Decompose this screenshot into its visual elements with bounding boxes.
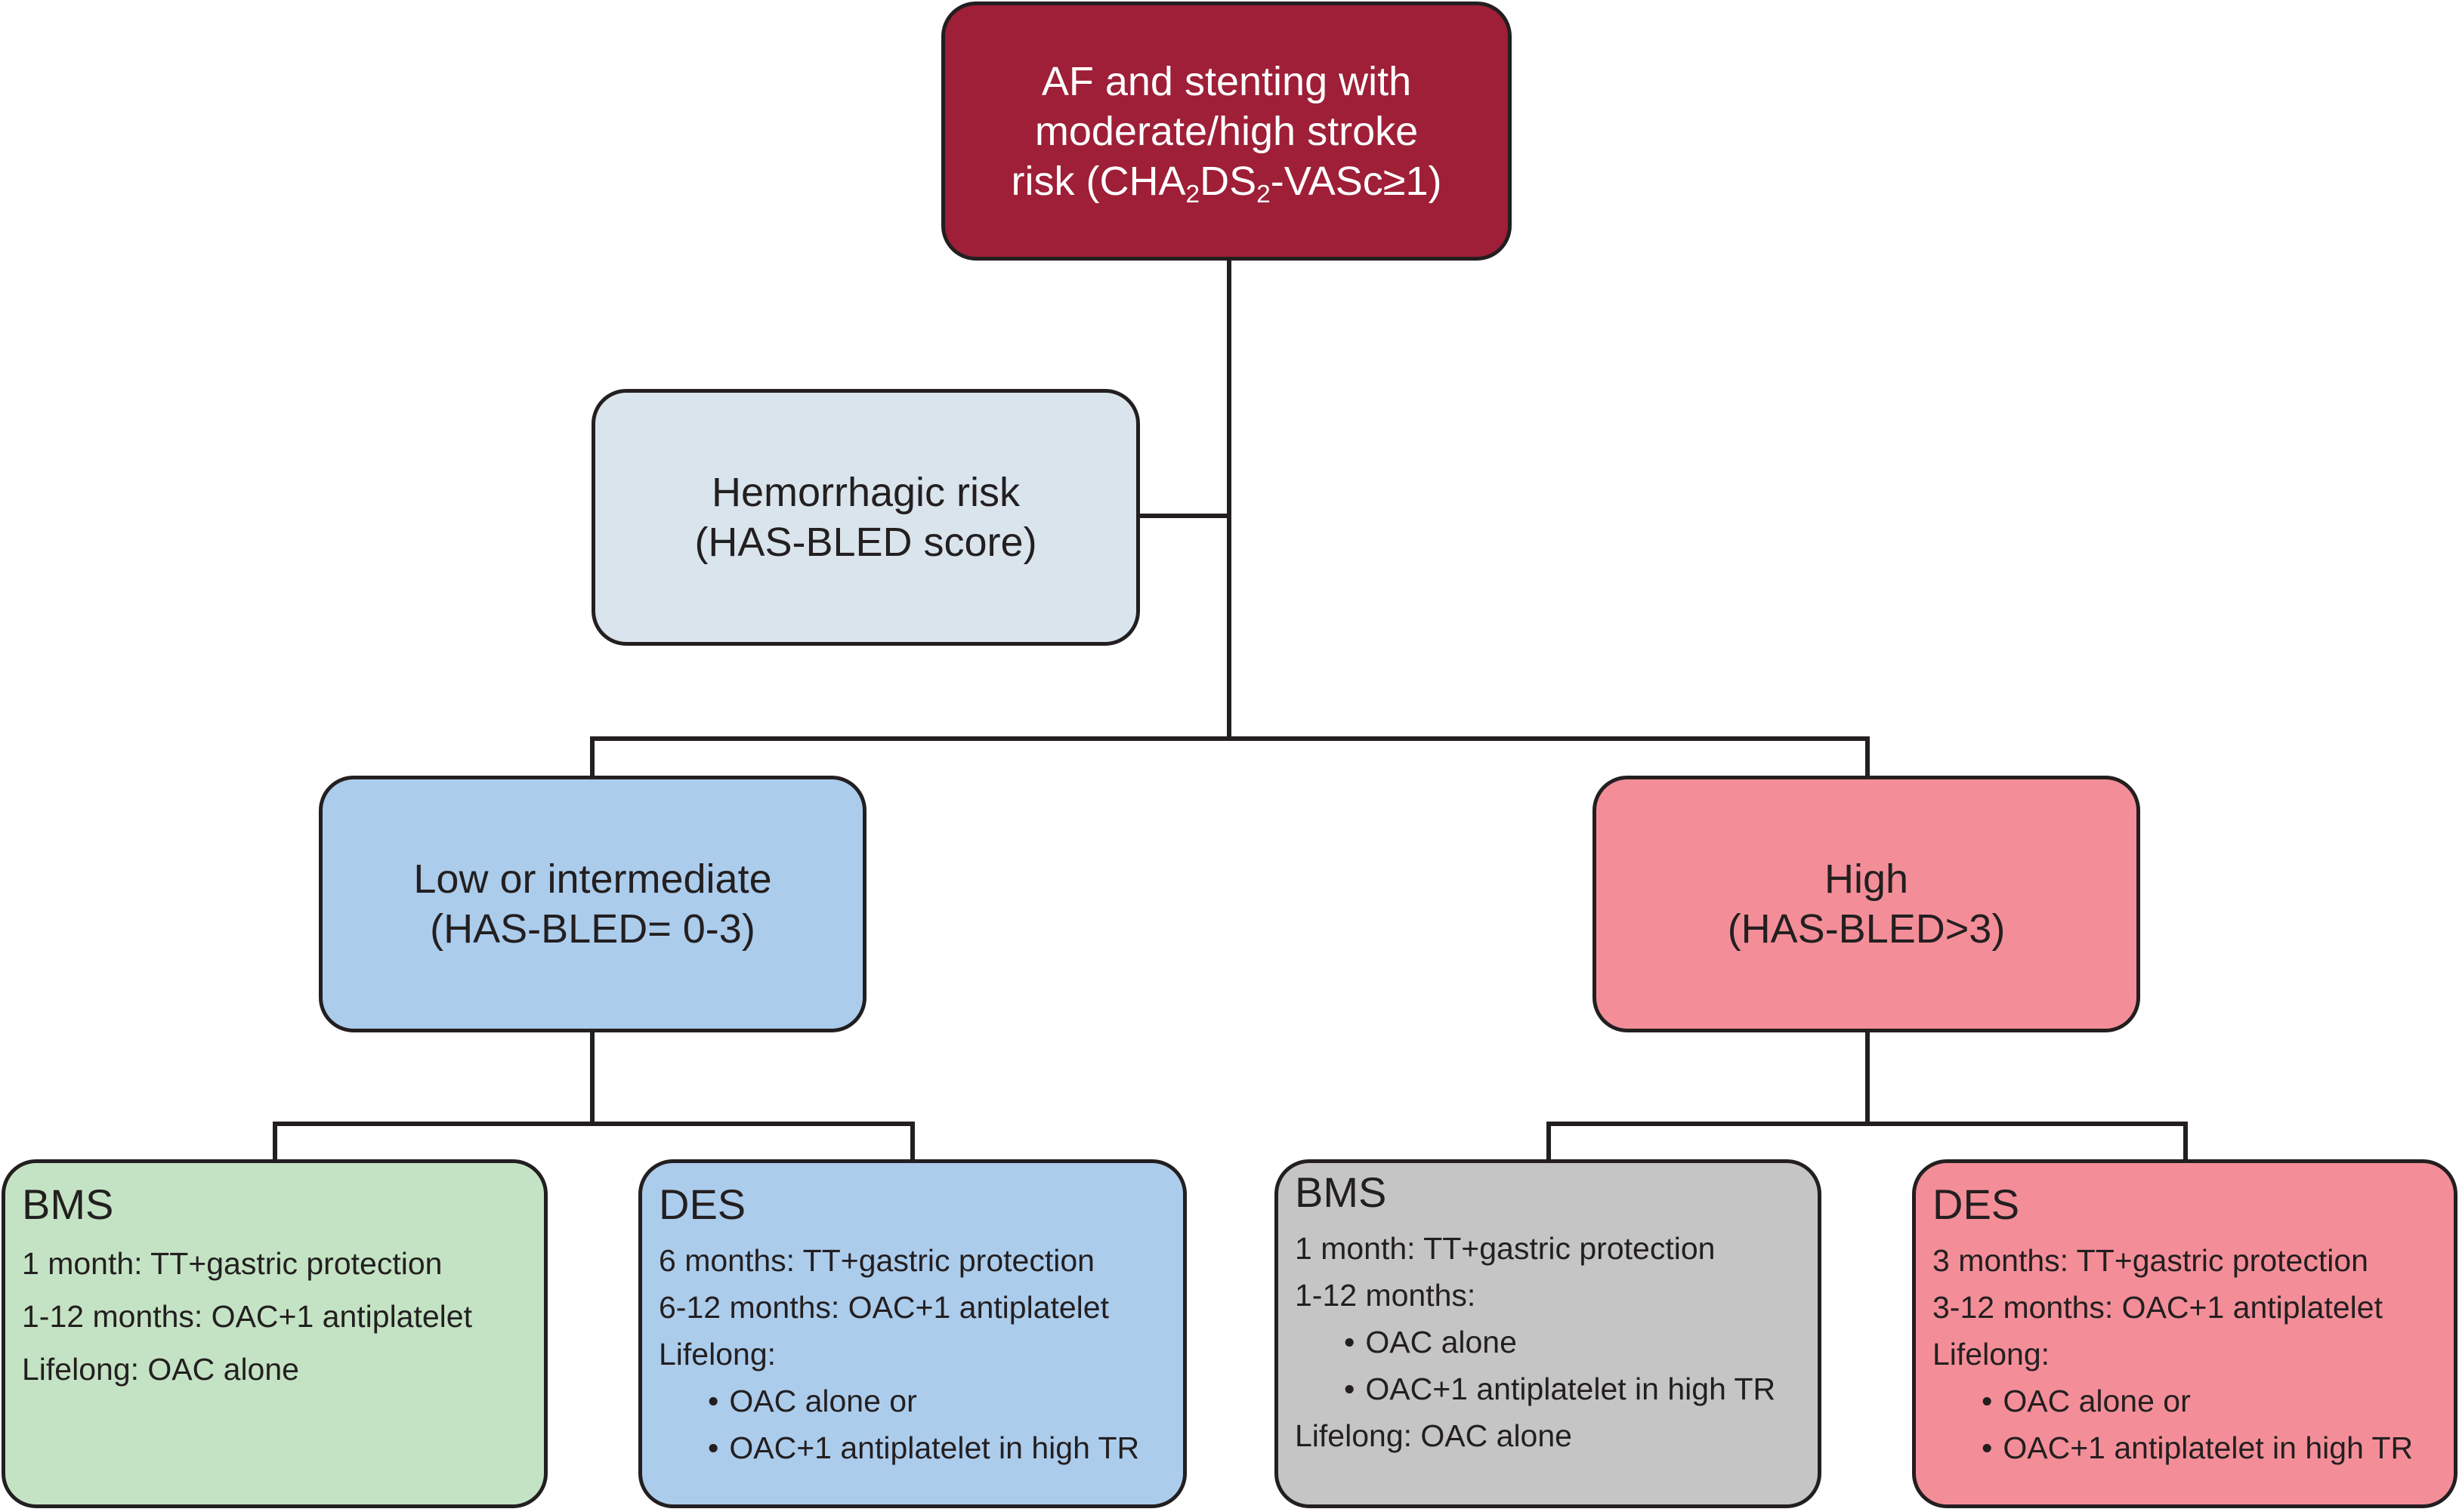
des-high-line: 3 months: TT+gastric protection (1932, 1243, 2368, 1278)
bms-low-title: BMS (22, 1180, 114, 1228)
root-line-3: risk (CHA2DS2-VASc≥1) (1011, 158, 1442, 208)
des-high-line: Lifelong: (1932, 1337, 2050, 1372)
hemorrhagic-line-1: Hemorrhagic risk (711, 470, 1021, 515)
bullet-icon: • (1344, 1325, 1355, 1359)
bullet-icon: • (1982, 1430, 1993, 1465)
des-high-line: 3-12 months: OAC+1 antiplatelet (1932, 1290, 2383, 1325)
des-low-node: DES 6 months: TT+gastric protection 6-12… (638, 1159, 1187, 1508)
bms-low-line: Lifelong: OAC alone (22, 1352, 299, 1387)
bms-high-line: Lifelong: OAC alone (1295, 1418, 1572, 1453)
root-node: AF and stenting with moderate/high strok… (941, 2, 1512, 261)
low-risk-node: Low or intermediate (HAS-BLED= 0-3) (319, 776, 867, 1032)
bullet-icon: • (1344, 1372, 1355, 1406)
bullet-icon: • (708, 1430, 719, 1465)
des-high-node: DES 3 months: TT+gastric protection 3-12… (1912, 1159, 2457, 1508)
des-low-title: DES (659, 1180, 746, 1228)
des-low-line: 6-12 months: OAC+1 antiplatelet (659, 1290, 1109, 1325)
bullet-icon: • (1982, 1384, 1993, 1418)
bms-high-line: 1 month: TT+gastric protection (1295, 1231, 1716, 1266)
root-line-1: AF and stenting with (1041, 58, 1412, 104)
bms-low-node: BMS 1 month: TT+gastric protection 1-12 … (2, 1159, 548, 1508)
hemorrhagic-line-2: (HAS-BLED score) (694, 520, 1037, 565)
des-high-bullet-item: •OAC+1 antiplatelet in high TR (1982, 1430, 2414, 1465)
root-line-2: moderate/high stroke (1034, 108, 1419, 154)
low-risk-line-2: (HAS-BLED= 0-3) (430, 906, 755, 952)
des-low-line: Lifelong: (659, 1337, 777, 1372)
low-risk-line-1: Low or intermediate (413, 856, 772, 902)
high-risk-line-1: High (1824, 856, 1909, 902)
des-low-line: 6 months: TT+gastric protection (659, 1243, 1095, 1278)
high-risk-node: High (HAS-BLED>3) (1592, 776, 2140, 1032)
bms-high-title: BMS (1295, 1168, 1387, 1216)
des-low-bullet-item: •OAC+1 antiplatelet in high TR (708, 1430, 1140, 1465)
bullet-icon: • (708, 1384, 719, 1418)
bms-high-bullet-item: •OAC alone (1344, 1325, 1517, 1359)
hemorrhagic-risk-node: Hemorrhagic risk (HAS-BLED score) (592, 389, 1140, 646)
bms-high-node: BMS 1 month: TT+gastric protection 1-12 … (1274, 1159, 1821, 1508)
des-high-bullet-item: •OAC alone or (1982, 1384, 2191, 1418)
des-high-title: DES (1932, 1180, 2020, 1228)
bms-high-line: 1-12 months: (1295, 1278, 1476, 1313)
bms-low-line: 1-12 months: OAC+1 antiplatelet (22, 1299, 472, 1334)
high-risk-line-2: (HAS-BLED>3) (1727, 906, 2006, 952)
bms-low-line: 1 month: TT+gastric protection (22, 1246, 443, 1281)
des-low-bullet-item: •OAC alone or (708, 1384, 917, 1418)
bms-high-bullet-item: •OAC+1 antiplatelet in high TR (1344, 1372, 1776, 1406)
